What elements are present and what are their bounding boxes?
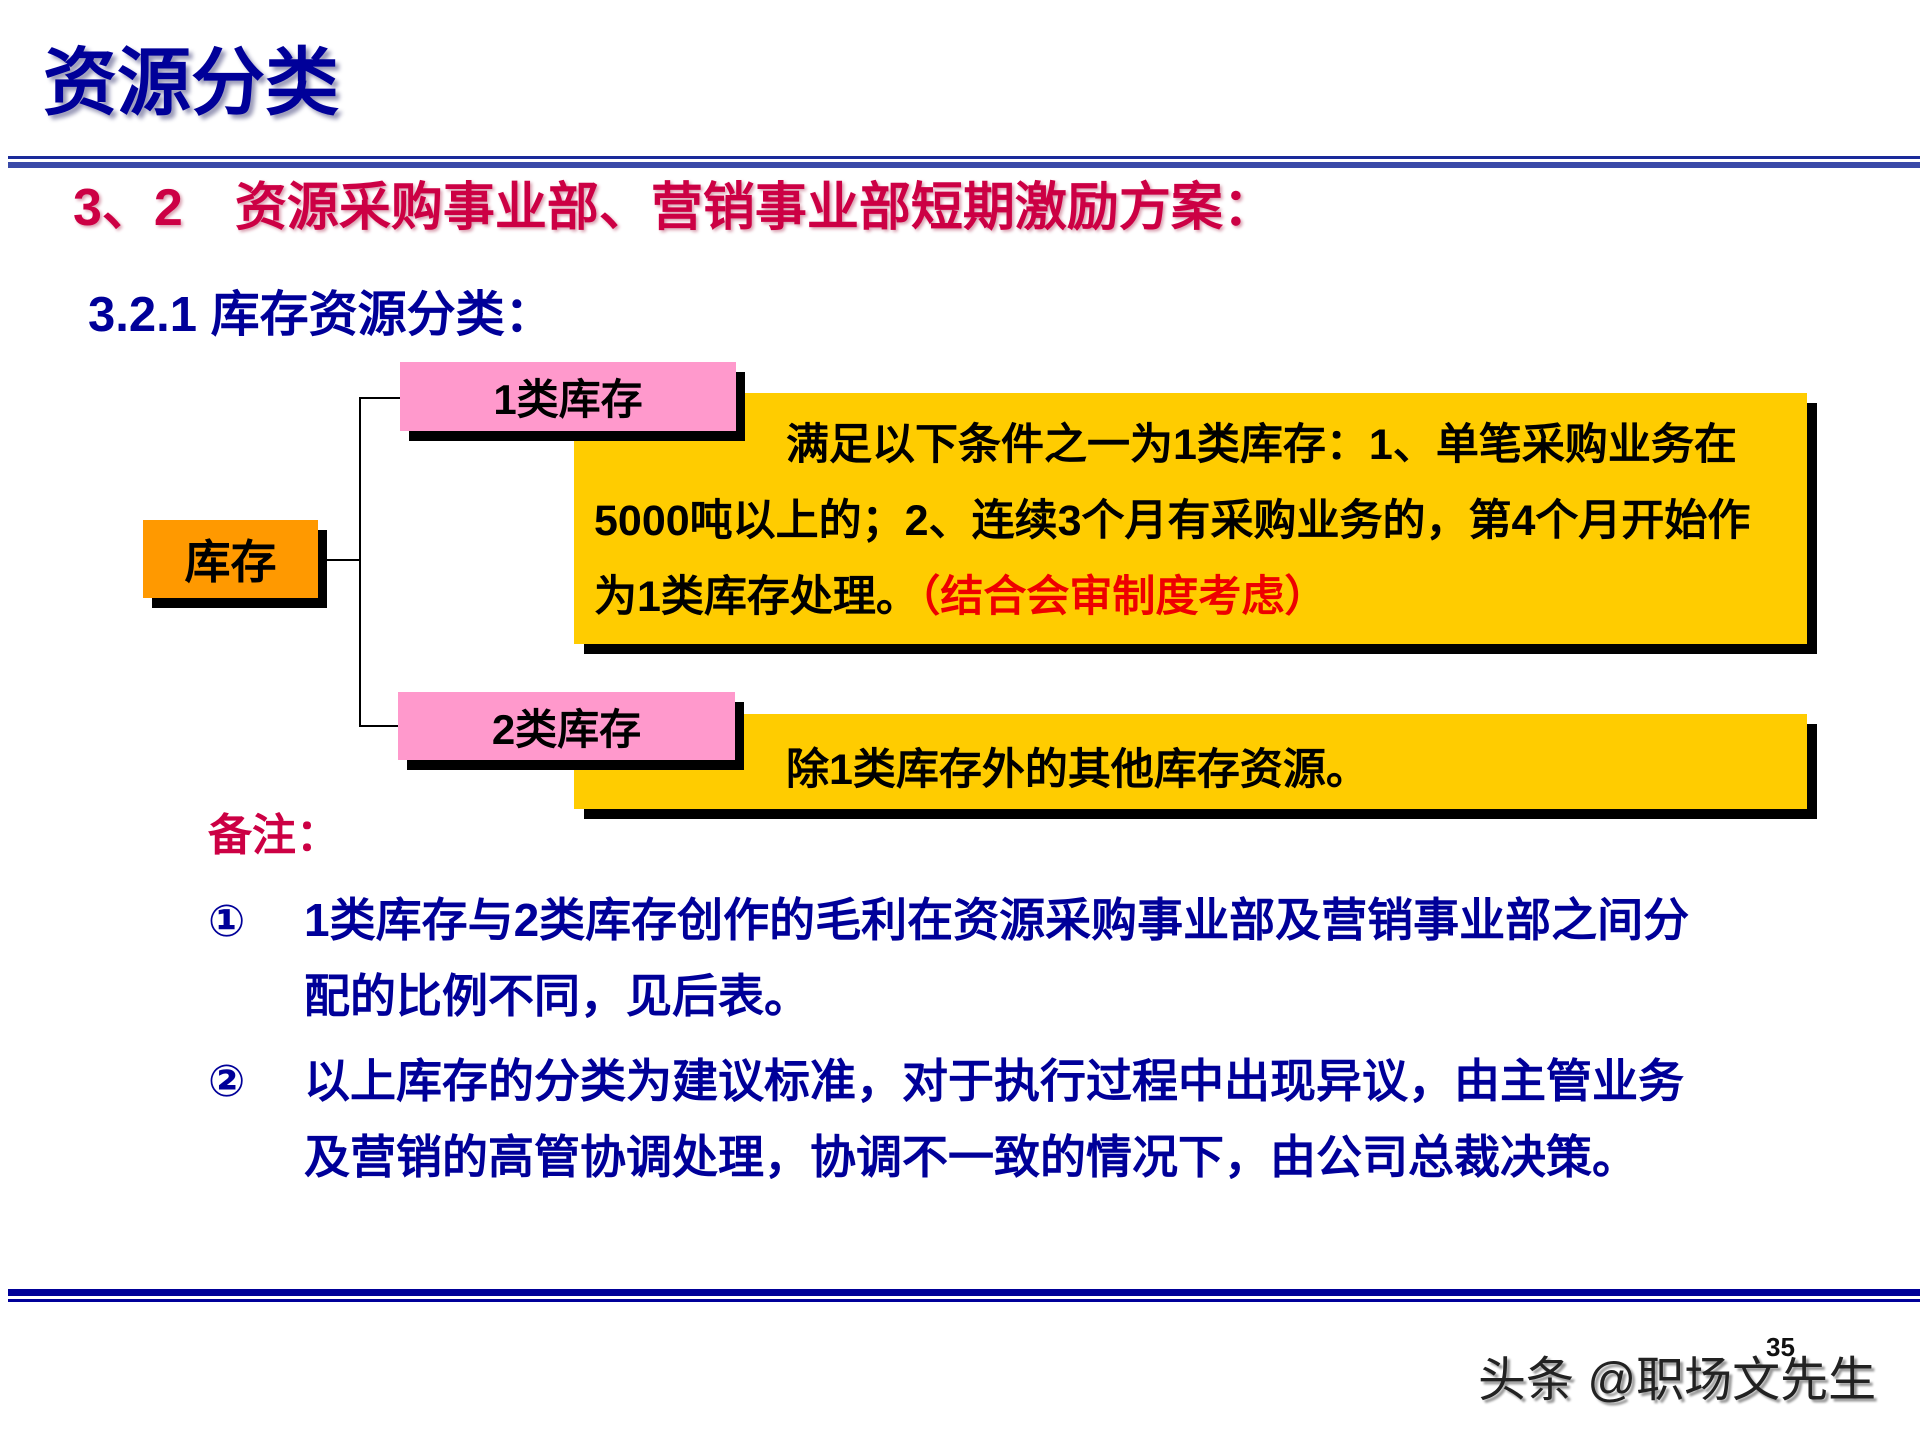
remark-2-line-1: 以上库存的分类为建议标准，对于执行过程中出现异议，由主管业务 — [304, 1055, 1684, 1107]
category-1-line-2: 5000吨以上的；2、连续3个月有采购业务的，第4个月开始作 — [594, 497, 1751, 545]
subsection-heading: 3.2.1 库存资源分类： — [88, 288, 554, 342]
top-divider-thick — [8, 162, 1920, 168]
root-label: 库存 — [184, 536, 277, 588]
page-number: 35 — [1766, 1332, 1795, 1362]
category-1-note: （结合会审制度考虑） — [918, 573, 1328, 621]
remarks-label: 备注： — [208, 811, 340, 860]
category-1-line-1: 满足以下条件之一为1类库存：1、单笔采购业务在 — [786, 421, 1737, 469]
category-2-box: 2类库存 — [398, 692, 735, 760]
connector-cat1 — [359, 397, 401, 399]
connector-vertical — [359, 397, 361, 727]
watermark: 头条 @职场文先生 — [1478, 1354, 1877, 1407]
connector-root — [318, 559, 360, 561]
remark-2-marker: ② — [208, 1057, 246, 1106]
category-1-box: 1类库存 — [400, 362, 736, 431]
category-1-label: 1类库存 — [493, 376, 643, 423]
slide-title: 资源分类 — [43, 41, 339, 124]
category-1-line-3: 为1类库存处理。 — [594, 573, 919, 621]
top-divider-thin — [8, 156, 1920, 159]
category-1-description-box: 满足以下条件之一为1类库存：1、单笔采购业务在 5000吨以上的；2、连续3个月… — [574, 393, 1807, 644]
remark-1: 1类库存与2类库存创作的毛利在资源采购事业部及营销事业部之间分 配的比例不同，见… — [304, 882, 1784, 1034]
section-heading: 3、2 资源采购事业部、营销事业部短期激励方案： — [73, 179, 1275, 237]
category-2-description-box: 除1类库存外的其他库存资源。 — [574, 714, 1807, 809]
remark-1-marker: ① — [208, 897, 246, 946]
category-2-label: 2类库存 — [491, 705, 642, 753]
root-box-inventory: 库存 — [143, 520, 318, 598]
remark-1-line-2: 配的比例不同，见后表。 — [304, 970, 810, 1022]
remark-2: 以上库存的分类为建议标准，对于执行过程中出现异议，由主管业务 及营销的高管协调处… — [304, 1043, 1784, 1195]
remark-2-line-2: 及营销的高管协调处理，协调不一致的情况下，由公司总裁决策。 — [304, 1131, 1638, 1183]
category-2-line-1: 除1类库存外的其他库存资源。 — [786, 746, 1369, 794]
bottom-divider-thin — [8, 1299, 1920, 1302]
bottom-divider-thick — [8, 1289, 1920, 1296]
remark-1-line-1: 1类库存与2类库存创作的毛利在资源采购事业部及营销事业部之间分 — [304, 894, 1690, 946]
connector-cat2 — [359, 725, 399, 727]
